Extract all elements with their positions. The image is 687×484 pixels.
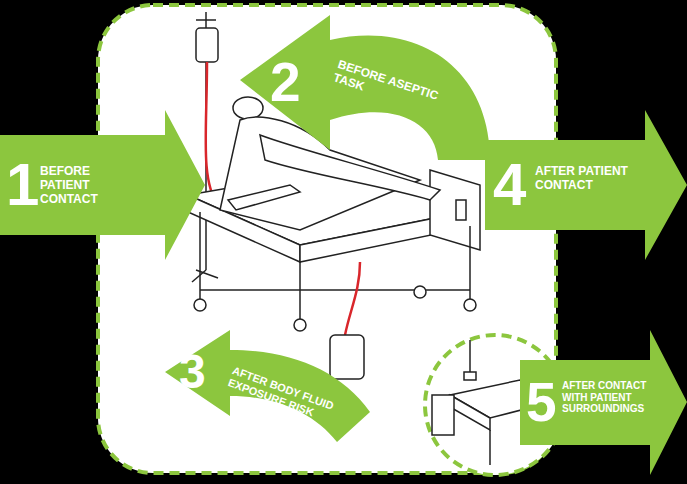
callout-number: 1 xyxy=(6,155,39,215)
arrow-shape: 5AFTER CONTACT WITH PATIENT SURROUNDINGS xyxy=(520,330,687,475)
drain-bag xyxy=(330,335,364,379)
callout-number: 3 xyxy=(179,348,206,396)
empty-bed xyxy=(432,340,560,465)
callout-number: 5 xyxy=(526,375,557,430)
arrow-fill xyxy=(240,15,490,160)
callout-number: 4 xyxy=(493,155,526,215)
arrow-shape: 1BEFORE PATIENT CONTACT xyxy=(0,110,205,260)
arrow-shape: 2BEFORE ASEPTIC TASK xyxy=(240,10,490,180)
arrow-fill xyxy=(0,110,205,260)
arrow-shape: 3AFTER BODY FLUID EXPOSURE RISK xyxy=(165,330,370,450)
callout-number: 2 xyxy=(270,55,301,110)
arrow-fill xyxy=(165,330,370,442)
arrow-shape: 4 AFTER PATIENT CONTACT xyxy=(485,110,687,260)
drain-tube xyxy=(345,262,360,335)
arrow-label: AFTER PATIENT CONTACT xyxy=(535,165,635,193)
arrow-label: BEFORE PATIENT CONTACT xyxy=(40,165,140,206)
surroundings-zone xyxy=(425,335,565,475)
arrow-fill xyxy=(520,330,687,475)
arrow-fill xyxy=(485,110,687,260)
arrow-label: AFTER CONTACT WITH PATIENT SURROUNDINGS xyxy=(562,380,657,415)
